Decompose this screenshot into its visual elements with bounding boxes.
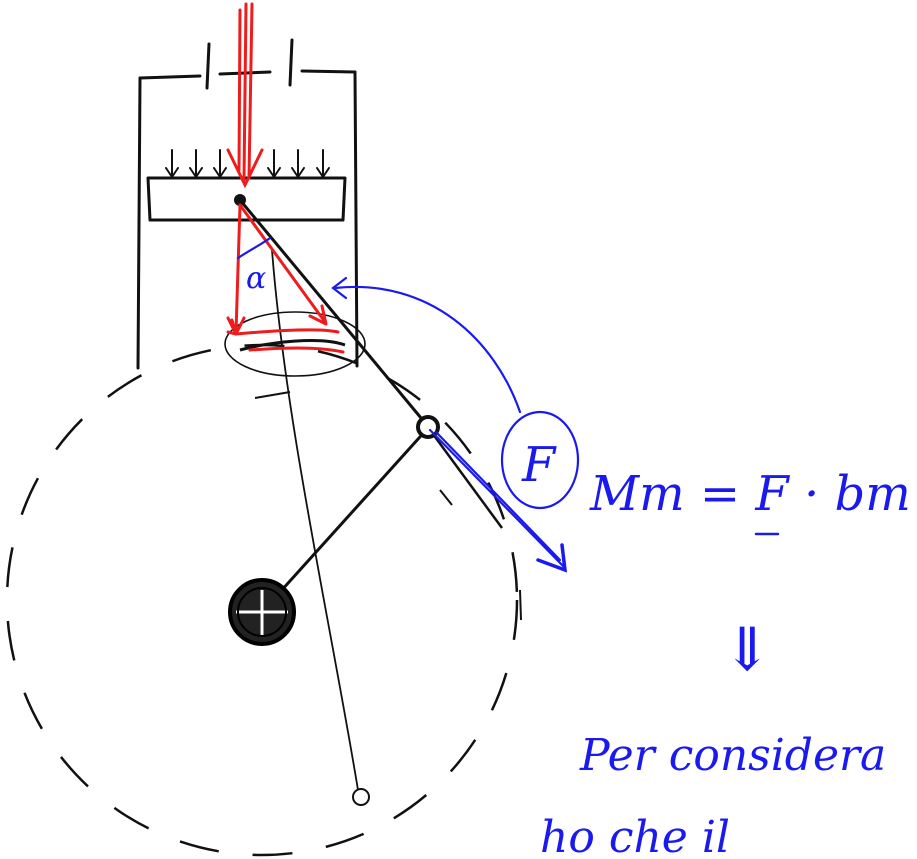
implies-arrow: ⇓ — [722, 615, 772, 685]
crank-arm — [260, 426, 430, 614]
callout-curve — [333, 285, 522, 414]
short-hatch — [254, 391, 522, 621]
valve-stem-left — [205, 42, 211, 90]
cylinder-top-wall — [138, 69, 357, 80]
force-label: F — [521, 437, 557, 493]
guide-line — [271, 249, 359, 791]
callout-arrowhead — [331, 276, 348, 300]
rod-tangent — [428, 429, 504, 529]
horizontal-component — [234, 328, 340, 336]
cylinder — [136, 38, 359, 370]
pressure-arrows — [165, 149, 330, 179]
force-triangle-ellipse — [224, 311, 366, 377]
wrist-pin — [234, 194, 246, 206]
force-label-circle — [500, 410, 580, 510]
note-line-1: Per considera — [579, 730, 886, 781]
force-vector-head — [536, 543, 568, 573]
note-line-2: ho che il — [540, 812, 730, 859]
vertical-component — [234, 203, 242, 334]
crankshaft-hub — [228, 578, 296, 646]
connecting-rod — [238, 199, 428, 425]
rod-component — [238, 203, 327, 324]
force-triangle — [226, 203, 345, 354]
angle-arc — [236, 236, 272, 260]
valve-stem-right — [288, 38, 294, 87]
applied-force-arrow — [226, 2, 264, 189]
crossed-line — [239, 339, 346, 352]
blue-annotations — [236, 236, 780, 573]
moment-equation: Mm = F · bm — [589, 466, 911, 522]
cylinder-right-wall — [353, 70, 359, 368]
force-vector — [428, 428, 567, 570]
lower-pivot — [352, 788, 370, 806]
alpha-label: α — [246, 261, 266, 296]
piston — [146, 176, 347, 222]
cylinder-left-wall — [136, 76, 142, 370]
